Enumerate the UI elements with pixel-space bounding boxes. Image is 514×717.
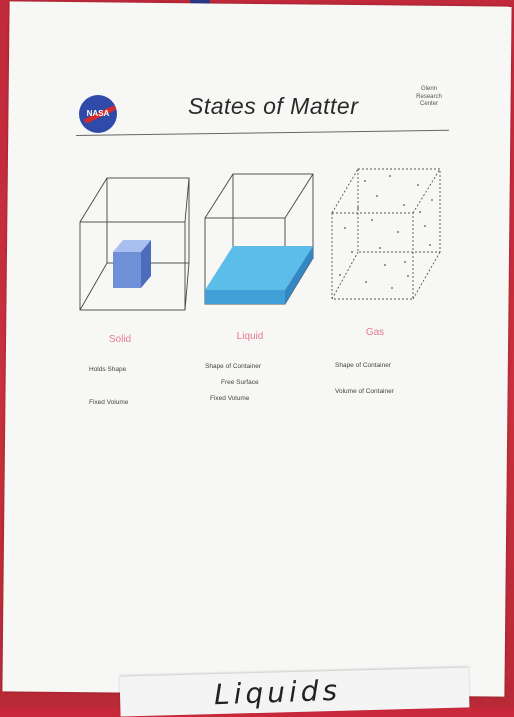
liquid-desc-1: Shape of Container (205, 363, 262, 370)
gas-desc-1: Shape of Container (335, 362, 392, 369)
state-label-solid: Solid (108, 334, 132, 345)
center-line-3: Center (419, 101, 438, 107)
center-line-2: Research (416, 93, 442, 100)
gas-cube (331, 168, 441, 300)
solid-block (113, 240, 151, 288)
gas-particles (339, 175, 433, 289)
state-label-gas: Gas (365, 327, 385, 338)
bottom-sign-text: Liquids (213, 673, 342, 712)
logo-text: NASA (86, 109, 110, 118)
solid-desc-2: Fixed Volume (89, 399, 129, 406)
solid-desc-1: Holds Shape (89, 366, 127, 373)
center-label: Glenn Research Center (399, 86, 459, 109)
nasa-logo: NASA (79, 95, 117, 133)
poster-title: States of Matter (188, 93, 359, 119)
liquid-desc-3: Fixed Volume (210, 395, 250, 402)
center-line-1: Glenn (420, 86, 437, 92)
liquid-fill (205, 246, 313, 304)
state-label-liquid: Liquid (236, 331, 264, 342)
liquid-desc-2: Free Surface (221, 379, 259, 386)
gas-desc-2: Volume of Container (335, 388, 394, 395)
